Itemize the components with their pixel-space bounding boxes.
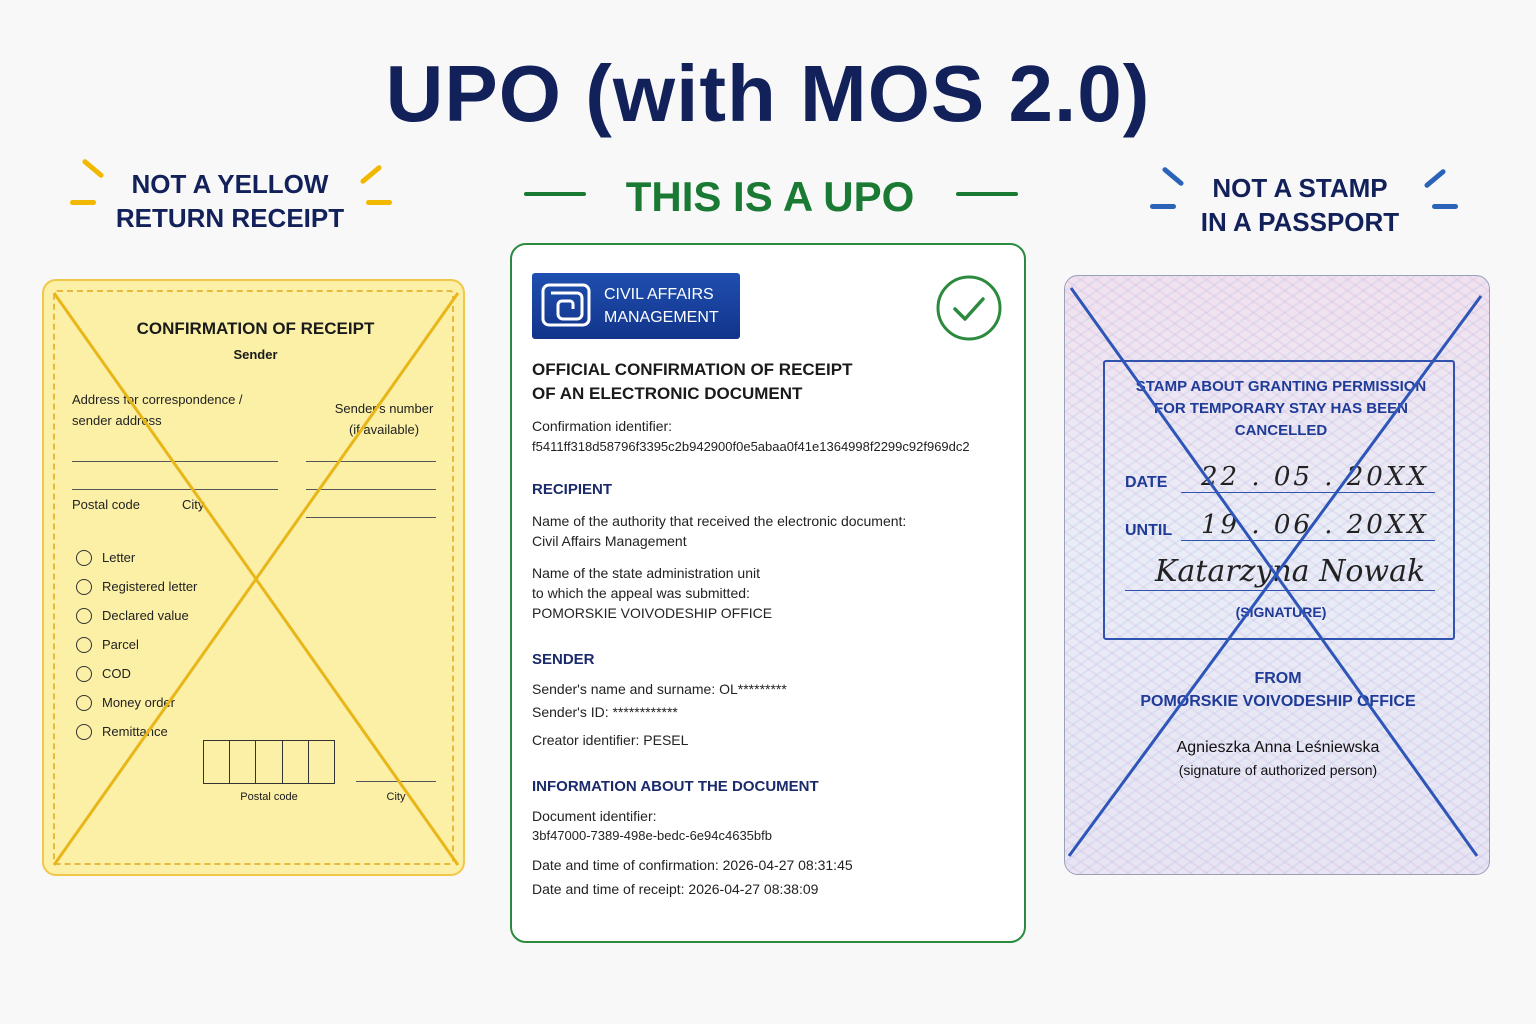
date-label: DATE	[1125, 474, 1168, 491]
bottom-city-label: City	[386, 791, 406, 803]
sender-number-line	[306, 461, 436, 462]
address-line	[72, 489, 278, 490]
accent-line	[956, 192, 1018, 196]
radio-circle-icon	[76, 549, 92, 566]
confirmation-id-label: Confirmation identifier:	[532, 418, 673, 434]
passport-stamp-card: STAMP ABOUT GRANTING PERMISSION FOR TEMP…	[1064, 275, 1490, 875]
cross-out-mark	[52, 292, 460, 866]
radio-circle-icon	[76, 723, 92, 740]
option-cod[interactable]: COD	[76, 659, 197, 688]
radio-circle-icon	[76, 636, 92, 653]
yellow-return-receipt-card: CONFIRMATION OF RECEIPT Sender Address f…	[42, 279, 465, 876]
folder-spiral-icon	[541, 283, 591, 327]
recipient-title: RECIPIENT	[532, 481, 613, 498]
unit-label: Name of the state administration unit to…	[532, 565, 761, 601]
confirmation-id-value: f5411ff318d58796f3395c2b942900f0e5abaa0f…	[532, 439, 970, 454]
city-label: City	[182, 497, 205, 512]
postal-code-label: Postal code	[72, 497, 140, 512]
sender-id: Sender's ID: ************	[532, 704, 678, 720]
sender-title: SENDER	[532, 651, 595, 668]
heading-not-yellow-receipt: NOT A YELLOW RETURN RECEIPT	[115, 169, 345, 233]
date-value: 22 . 05 . 20XX	[1201, 462, 1429, 492]
authority-label: Name of the authority that received the …	[532, 513, 907, 529]
option-parcel[interactable]: Parcel	[76, 630, 197, 659]
document-id-label: Document identifier:	[532, 808, 657, 824]
authorized-name: Agnieszka Anna Leśniewska	[1176, 739, 1380, 756]
radio-circle-icon	[76, 665, 92, 682]
accent-ray	[1150, 204, 1176, 209]
heading-this-is-upo: THIS IS A UPO	[625, 173, 915, 220]
creator-id: Creator identifier: PESEL	[532, 732, 689, 748]
option-registered-letter[interactable]: Registered letter	[76, 572, 197, 601]
bottom-postal-label: Postal code	[240, 791, 298, 803]
address-line	[72, 461, 278, 462]
authority-value: Civil Affairs Management	[532, 533, 687, 549]
authorized-label: (signature of authorized person)	[1178, 762, 1378, 778]
upo-card: CIVIL AFFAIRS MANAGEMENT OFFICIAL CONFIR…	[510, 243, 1026, 943]
handwritten-signature: Katarzyna Nowak	[1155, 554, 1426, 589]
document-info-title: INFORMATION ABOUT THE DOCUMENT	[532, 778, 819, 795]
logo-text: CIVIL AFFAIRS MANAGEMENT	[604, 286, 719, 326]
option-declared-value[interactable]: Declared value	[76, 601, 197, 630]
upo-heading: OFFICIAL CONFIRMATION OF RECEIPT OF AN E…	[532, 360, 853, 403]
until-label: UNTIL	[1125, 522, 1173, 539]
stamp-title: STAMP ABOUT GRANTING PERMISSION FOR TEMP…	[1135, 378, 1427, 439]
radio-circle-icon	[76, 607, 92, 624]
receipt-subtitle: Sender	[233, 347, 278, 362]
from-value: POMORSKIE VOIVODESHIP OFFICE	[1140, 693, 1416, 710]
document-id-value: 3bf47000-7389-498e-bedc-6e94c4635bfb	[532, 828, 772, 843]
accent-ray	[366, 200, 392, 205]
until-line	[1181, 540, 1435, 541]
heading-not-passport-stamp: NOT A STAMP IN A PASSPORT	[1200, 173, 1400, 237]
sender-number-line	[306, 489, 436, 490]
receipt-title: CONFIRMATION OF RECEIPT	[136, 319, 375, 338]
postal-code-boxes[interactable]	[203, 740, 335, 784]
accent-ray	[70, 200, 96, 205]
signature-line	[1125, 590, 1435, 591]
cross-out-mark	[1067, 287, 1483, 857]
sender-number-label: Sender's number (if available)	[334, 401, 434, 437]
radio-circle-icon	[76, 578, 92, 595]
dashed-border	[53, 290, 454, 865]
sender-name: Sender's name and surname: OL*********	[532, 681, 787, 697]
sender-number-line	[306, 517, 436, 518]
page-title: UPO (with MOS 2.0)	[385, 49, 1151, 138]
address-label: Address for correspondence / sender addr…	[72, 392, 243, 428]
receipt-time: Date and time of receipt: 2026-04-27 08:…	[532, 881, 819, 897]
option-money-order[interactable]: Money order	[76, 688, 197, 717]
accent-line	[524, 192, 586, 196]
option-letter[interactable]: Letter	[76, 543, 197, 572]
confirmation-time: Date and time of confirmation: 2026-04-2…	[532, 857, 853, 873]
accent-ray	[1432, 204, 1458, 209]
from-label: FROM	[1254, 670, 1302, 687]
unit-value: POMORSKIE VOIVODESHIP OFFICE	[532, 605, 773, 621]
city-line	[356, 781, 436, 782]
radio-circle-icon	[76, 694, 92, 711]
check-circle-icon	[936, 275, 1002, 341]
date-line	[1181, 492, 1435, 493]
civil-affairs-logo: CIVIL AFFAIRS MANAGEMENT	[532, 273, 740, 339]
